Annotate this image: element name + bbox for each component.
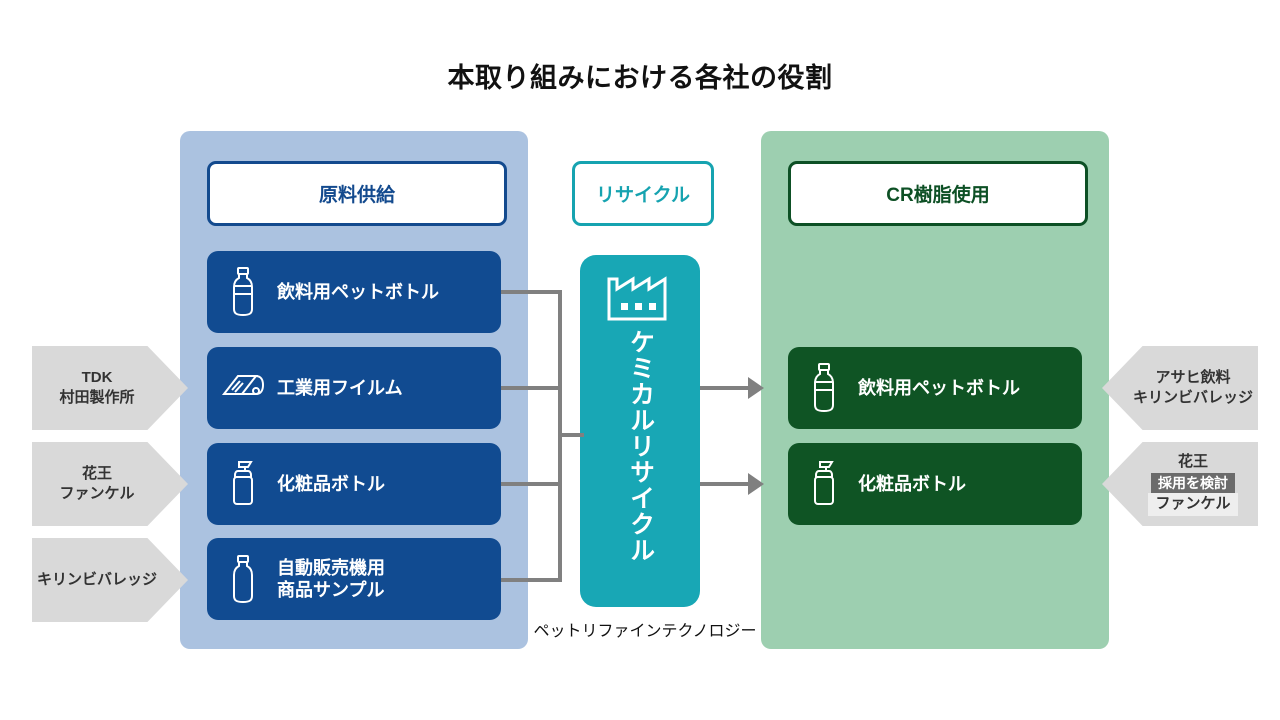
use-panel-header: CR樹脂使用	[788, 161, 1088, 226]
use-card-cosmetic-bottle: 化粧品ボトル	[788, 443, 1082, 525]
connector-supply-3	[501, 578, 562, 582]
supplier-line: ファンケル	[59, 485, 135, 502]
connector-supply-2	[501, 482, 562, 486]
page-title: 本取り組みにおける各社の役割	[447, 63, 833, 93]
recycle-caption: ペットリファインテクノロジー	[533, 623, 757, 640]
supply-card-cosmetic-bottle: 化粧品ボトル	[207, 443, 501, 525]
connector-supply-0	[501, 290, 562, 294]
recycle-pill: リサイクル	[572, 161, 714, 226]
card-label: 工業用フイルム	[277, 377, 403, 398]
arrow-head-output-0	[748, 377, 764, 399]
factory-icon	[603, 269, 677, 323]
user-chevron-0: アサヒ飲料 キリンビバレッジ	[1102, 346, 1258, 430]
user-chevron-1: 花王 採用を検討 ファンケル	[1102, 442, 1258, 526]
user-line: 花王	[1177, 453, 1208, 471]
supplier-line: TDK	[81, 368, 113, 386]
arrow-head-output-1	[748, 473, 764, 495]
film-roll-icon	[217, 368, 269, 408]
supply-card-industrial-film: 工業用フイルム	[207, 347, 501, 429]
card-label: 自動販売機用 商品サンプル	[277, 557, 385, 601]
pump-bottle-icon	[798, 458, 850, 510]
supplier-line: 花王	[81, 464, 112, 482]
pump-bottle-icon	[217, 458, 269, 510]
card-label: 飲料用ペットボトル	[277, 281, 439, 302]
status-badge: 採用を検討	[1151, 472, 1235, 494]
user-line: アサヒ飲料	[1155, 368, 1231, 386]
chemical-recycle-label: ケミカルリサイクル	[626, 329, 655, 563]
supplier-line: 村田製作所	[59, 389, 135, 406]
supplier-line: キリンビバレッジ	[36, 570, 157, 588]
supply-card-vending-sample: 自動販売機用 商品サンプル	[207, 538, 501, 620]
supplier-chevron-2: キリンビバレッジ	[32, 538, 188, 622]
connector-output-0	[700, 386, 750, 390]
sample-bottle-icon	[217, 553, 269, 605]
connector-output-1	[700, 482, 750, 486]
user-line-sub: ファンケル	[1148, 493, 1238, 516]
card-label: 化粧品ボトル	[858, 473, 966, 494]
pet-bottle-icon	[217, 266, 269, 318]
use-card-pet-bottle: 飲料用ペットボトル	[788, 347, 1082, 429]
user-line: キリンビバレッジ	[1132, 389, 1253, 406]
pet-bottle-icon	[798, 362, 850, 414]
connector-supply-1	[501, 386, 562, 390]
card-label: 化粧品ボトル	[277, 473, 385, 494]
connector-trunk-to-recycler	[558, 433, 584, 437]
supplier-chevron-0: TDK 村田製作所	[32, 346, 188, 430]
card-label: 飲料用ペットボトル	[858, 377, 1020, 398]
supply-panel-header: 原料供給	[207, 161, 507, 226]
chemical-recycle-box: ケミカルリサイクル	[580, 255, 700, 607]
supplier-chevron-1: 花王 ファンケル	[32, 442, 188, 526]
supply-card-pet-bottle: 飲料用ペットボトル	[207, 251, 501, 333]
